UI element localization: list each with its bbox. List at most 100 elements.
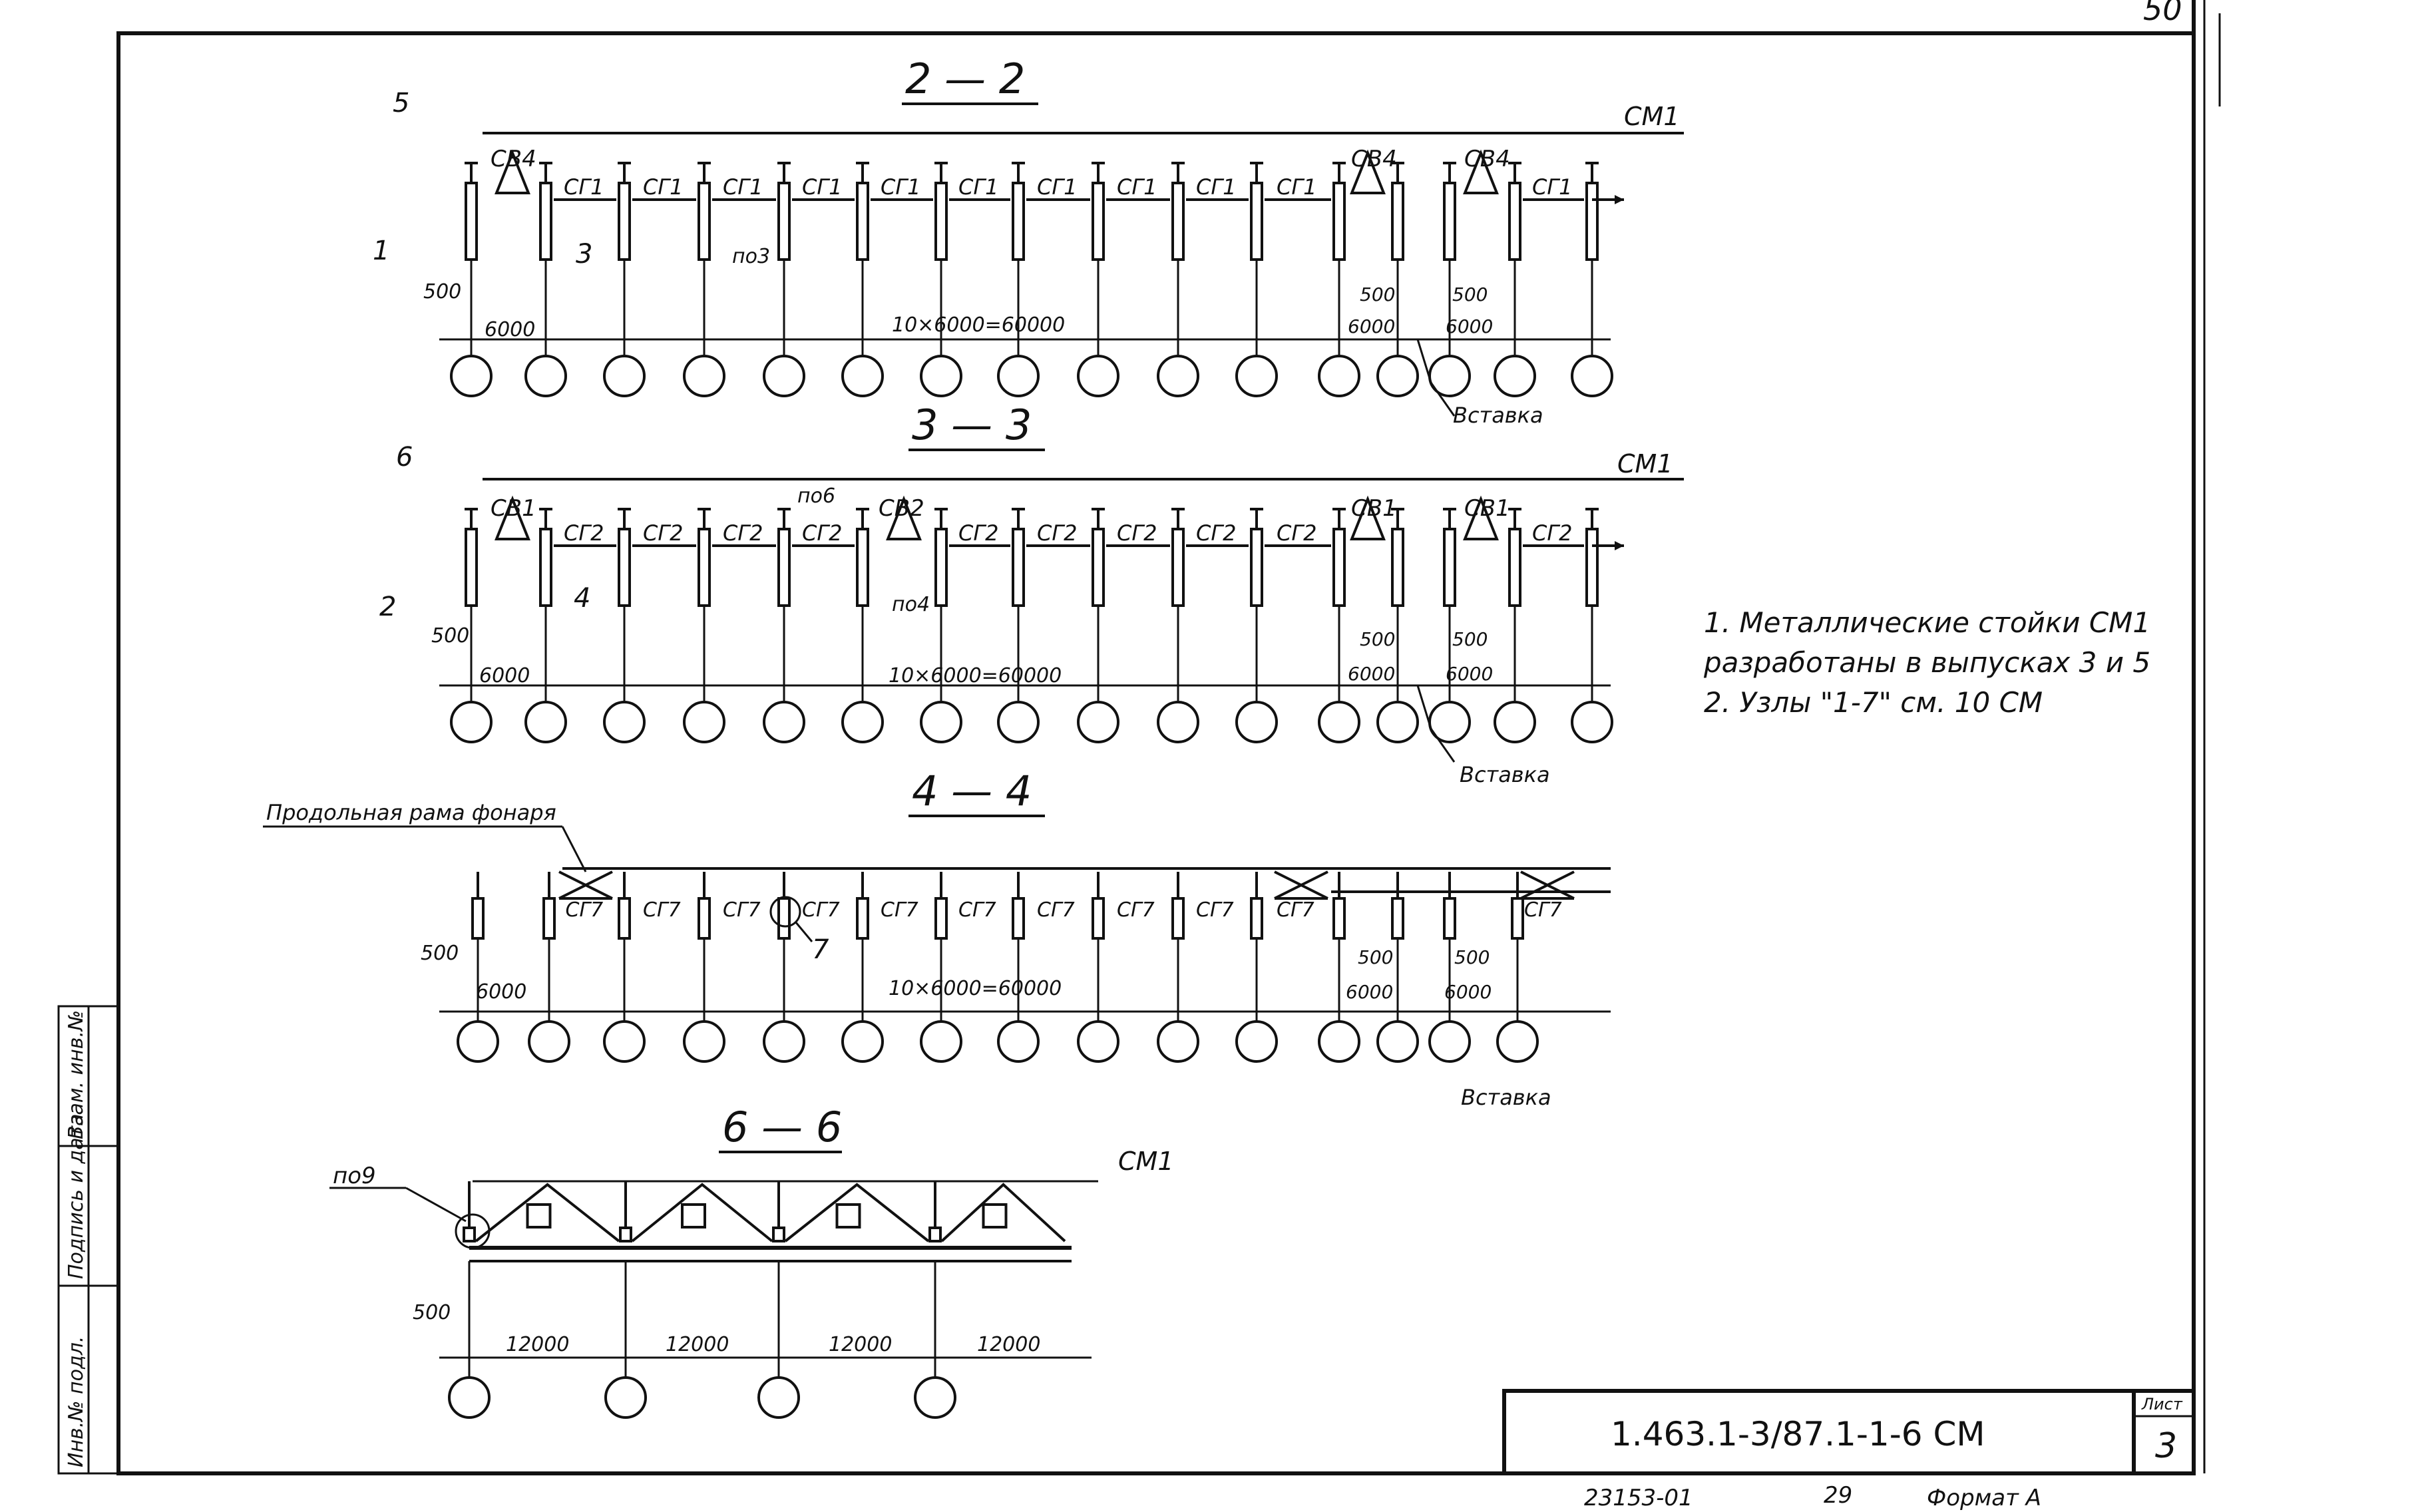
truss-post (928, 1227, 942, 1242)
girder-label: СГ1 (723, 174, 763, 200)
node-circle-7 (769, 896, 801, 928)
s33-dim-500-left: 500 (431, 624, 469, 648)
truss-window (982, 1203, 1008, 1228)
column-post (1443, 528, 1456, 607)
column-post (1092, 528, 1105, 607)
column-post (1585, 182, 1599, 261)
note-1b: разработаны в выпусках 3 и 5 (1703, 646, 2150, 679)
s22-dim-6000-a: 6000 (1348, 315, 1395, 337)
frame-post (1012, 897, 1025, 940)
girder-label: СГ7 (802, 898, 840, 922)
column-post (934, 182, 948, 261)
girder-label: СГ7 (1117, 898, 1155, 922)
girder-label: СГ2 (1117, 520, 1157, 546)
column-post (1332, 182, 1346, 261)
axis-circle (1077, 701, 1119, 743)
axis-circle (524, 355, 567, 397)
s33-insert: Вставка (1460, 762, 1550, 787)
s22-dim-6000-b: 6000 (1446, 315, 1493, 337)
column-post (1250, 528, 1263, 607)
girder-label: СГ2 (1277, 520, 1317, 546)
axis-circle (1494, 701, 1536, 743)
s66-dim-500: 500 (413, 1301, 451, 1324)
column-post (539, 182, 552, 261)
girder-label: СГ7 (881, 898, 918, 922)
girder-label: СГ1 (802, 174, 843, 200)
axis-circle (1077, 1020, 1119, 1063)
s22-tie-mid: СВ4 (1351, 146, 1397, 172)
truss-window (526, 1203, 552, 1228)
axis-circle (1571, 701, 1613, 743)
s44-frame-label: Продольная рама фонаря (266, 800, 556, 825)
column-post (618, 528, 631, 607)
axis-circle (603, 355, 646, 397)
s33-callout-po4: по4 (892, 593, 930, 616)
truss-top-chord (475, 1183, 620, 1242)
girder-label: СГ7 (958, 898, 996, 922)
node-leader-7 (794, 921, 813, 942)
arrow-head (1615, 195, 1624, 204)
frame-post (934, 897, 948, 940)
axis-circle (450, 355, 493, 397)
s22-dim-500-b: 500 (1452, 284, 1488, 305)
section-2-2-labels: СМ1 СВ4 СВ4 СВ4 5 1 3 по3 500 6000 10×60… (373, 88, 1680, 428)
notes: 1. Металлические стойки СМ1 разработаны … (1703, 606, 2150, 719)
girder-label: СГ2 (1532, 520, 1573, 546)
note-1: 1. Металлические стойки СМ1 (1704, 606, 2150, 639)
axis-circle (1077, 355, 1119, 397)
bracing-triangle (1350, 495, 1386, 540)
s44-dim-6000-b: 6000 (1444, 981, 1492, 1003)
frame-post (471, 897, 485, 940)
axis-circle (1157, 355, 1199, 397)
insert-leader (1416, 339, 1432, 383)
column-post (856, 528, 869, 607)
column-post (934, 528, 948, 607)
s22-dim-500-left: 500 (423, 280, 461, 303)
s22-callout-3: 3 (576, 239, 592, 270)
axis-circle (1571, 355, 1613, 397)
s44-dim-6000-a: 6000 (1346, 981, 1393, 1003)
axis-circle (920, 701, 962, 743)
frame-post (542, 897, 556, 940)
s33-dim-6000-a: 6000 (1348, 663, 1395, 685)
axis-circle (763, 701, 805, 743)
frame-post (1511, 897, 1524, 940)
truss-top-chord (631, 1183, 773, 1242)
frame-post (1171, 897, 1185, 940)
s22-tie-left: СВ4 (491, 146, 536, 172)
column-post (698, 528, 711, 607)
title-4-4: 4 — 4 (912, 767, 1032, 815)
axis-circle (763, 355, 805, 397)
insert-leader-b (1430, 382, 1456, 417)
s22-callout-1: 1 (373, 236, 389, 266)
axis-circle (1235, 1020, 1278, 1063)
girder-label: СГ2 (958, 520, 999, 546)
truss-post (463, 1227, 476, 1242)
girder-label: СГ2 (643, 520, 684, 546)
column-post (1012, 528, 1025, 607)
axis-circle (528, 1020, 570, 1063)
node-circle-po9 (455, 1213, 491, 1249)
s22-callout-po3: по3 (732, 245, 770, 268)
girder-label: СГ1 (1196, 174, 1237, 200)
footer-format: Формат А (1927, 1485, 2041, 1511)
s33-top-label: СМ1 (1617, 449, 1673, 478)
s22-callout-5: 5 (393, 88, 409, 118)
s44-dim-500-a: 500 (1358, 946, 1393, 968)
axis-circle (1235, 355, 1278, 397)
axis-circle (1157, 1020, 1199, 1063)
section-4-4-labels: Продольная рама фонаря 7 500 6000 10×600… (263, 800, 1551, 1110)
column-post (1391, 182, 1404, 261)
axis-circle (1318, 355, 1360, 397)
girder-label: СГ2 (564, 520, 604, 546)
top-sheet-number: 50 (2143, 0, 2182, 27)
s33-callout-6: 6 (396, 442, 413, 472)
bracing-triangle (495, 495, 530, 540)
axis-circle (757, 1376, 800, 1419)
s33-dim-6000-b: 6000 (1446, 663, 1493, 685)
axis-circle (603, 701, 646, 743)
column-post (539, 528, 552, 607)
frame-post (1250, 897, 1263, 940)
column-post (1585, 528, 1599, 607)
